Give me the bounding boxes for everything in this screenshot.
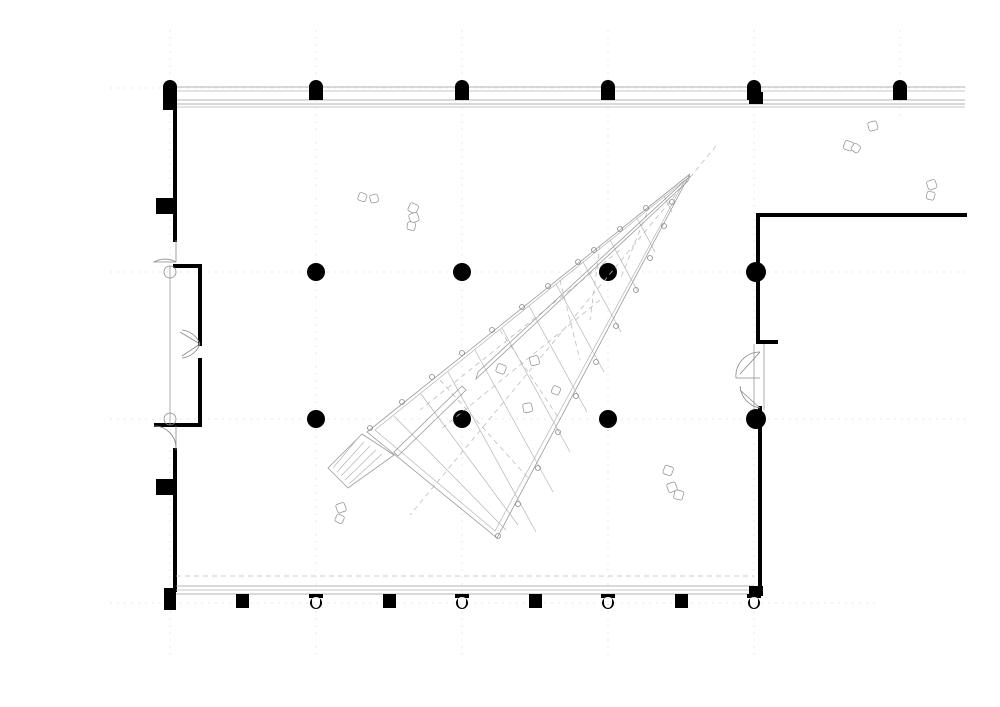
bottom-column	[747, 594, 761, 609]
interior-column	[599, 263, 617, 281]
door	[735, 351, 761, 379]
left-doors	[152, 240, 201, 450]
door-stop	[163, 412, 177, 426]
chair-group	[925, 179, 938, 201]
top-facade	[170, 86, 965, 108]
interior-column	[307, 263, 325, 281]
right-doors	[735, 351, 761, 409]
door-stop	[163, 265, 177, 279]
triangle-hatching	[393, 195, 673, 533]
top-column	[163, 80, 177, 100]
top-column	[893, 80, 907, 100]
top-column	[601, 80, 615, 100]
door	[181, 343, 201, 359]
chair-groups	[334, 120, 938, 524]
triangle-structure	[327, 145, 717, 539]
edge-ticks	[367, 199, 675, 539]
chair-group	[842, 120, 879, 154]
chair-group	[334, 502, 347, 524]
door	[153, 425, 177, 450]
inner-bar-lower	[393, 385, 467, 457]
chair-group	[357, 192, 379, 204]
ramp	[327, 433, 395, 489]
top-column	[455, 80, 469, 100]
interior-column	[746, 262, 766, 282]
top-columns	[163, 80, 907, 110]
chair-group	[406, 202, 420, 231]
left-wall	[154, 105, 202, 610]
interior-column	[746, 409, 766, 429]
bottom-facade	[176, 575, 763, 609]
interior-column	[599, 410, 617, 428]
top-column	[309, 80, 323, 100]
right-wall	[753, 213, 967, 592]
bottom-column	[601, 594, 615, 609]
door	[152, 240, 177, 263]
interior-columns	[307, 262, 766, 429]
door	[179, 329, 201, 345]
inner-bar	[475, 175, 691, 381]
interior-column	[453, 410, 471, 428]
bottom-column	[309, 594, 323, 609]
bottom-column	[455, 594, 469, 609]
door	[739, 385, 761, 409]
chair-group	[662, 464, 685, 501]
interior-column	[453, 263, 471, 281]
structural-grid	[110, 30, 970, 660]
interior-column	[307, 410, 325, 428]
chair-group	[495, 355, 561, 414]
